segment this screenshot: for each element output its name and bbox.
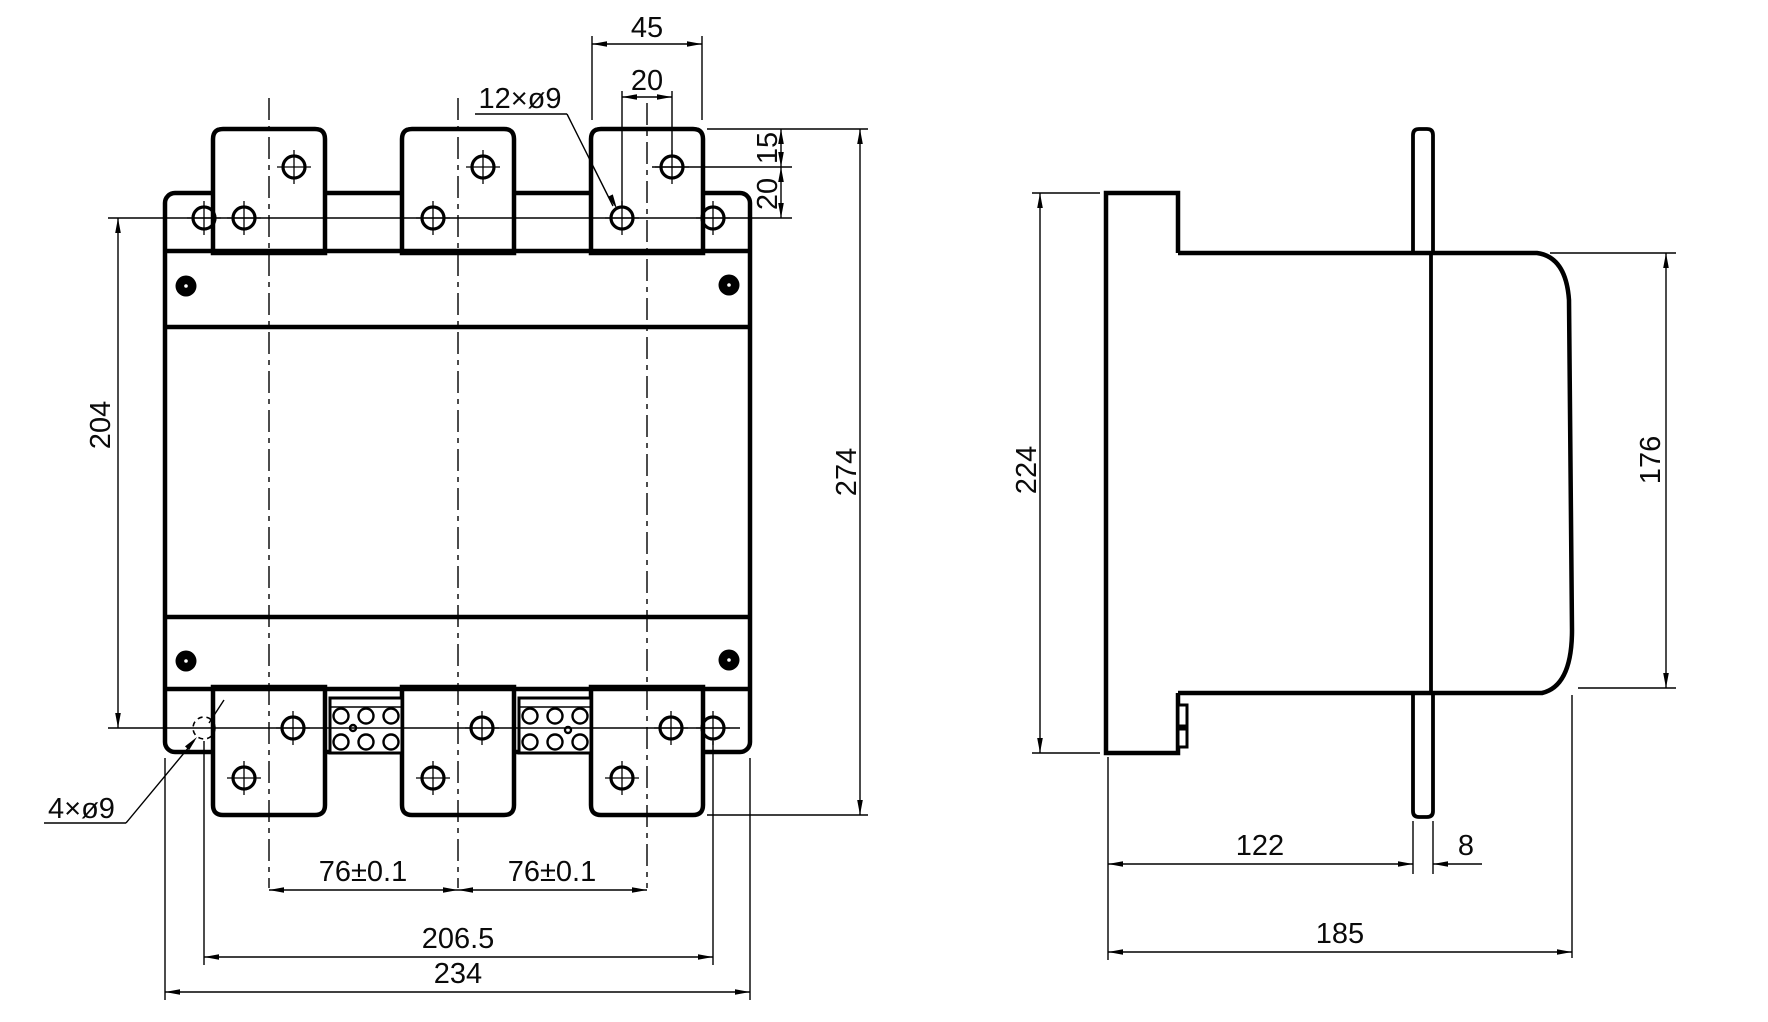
dim-label-overall-width: 234 — [434, 958, 482, 990]
side-body-outline — [1178, 250, 1575, 696]
dim-label-front-height: 176 — [1635, 436, 1667, 484]
side-back-outline — [1103, 190, 1181, 756]
callout-label-12xd9: 12×ø9 — [478, 83, 561, 115]
dim-label-hole-offset-top: 20 — [631, 65, 663, 97]
dim-label-back-height: 224 — [1011, 446, 1043, 494]
dim-label-back-depth: 122 — [1236, 830, 1284, 862]
corner-hole-dashed — [192, 716, 216, 740]
dim-label-tab-hole-depth: 15 — [752, 132, 784, 164]
corner-rivets — [175, 274, 740, 672]
side-view: 224 176 122 8 — [1011, 127, 1676, 960]
auxiliary-terminal-blocks — [328, 696, 593, 755]
dim-label-pole-pitch-left: 76±0.1 — [319, 856, 408, 888]
mounting-panel — [1411, 127, 1435, 819]
side-view-dimensions: 224 176 122 8 — [1011, 192, 1676, 960]
pole-centerlines — [268, 98, 648, 888]
dim-label-mounting-width: 206.5 — [422, 923, 495, 955]
front-body-outline — [162, 190, 753, 755]
dim-label-overall-depth: 185 — [1316, 918, 1364, 950]
front-view: 45 20 12×ø9 15 20 — [44, 12, 868, 1000]
dim-label-panel-thickness: 8 — [1458, 830, 1474, 862]
dim-label-flange-hole-depth: 20 — [752, 178, 784, 210]
din-clip — [1176, 703, 1189, 749]
dim-label-mounting-height: 204 — [85, 401, 117, 449]
dim-label-overall-height: 274 — [831, 448, 863, 496]
callout-label-4xd9: 4×ø9 — [48, 793, 115, 825]
front-view-dimensions: 45 20 12×ø9 15 20 — [44, 12, 868, 1000]
dim-label-tab-width: 45 — [631, 12, 663, 44]
dim-label-pole-pitch-right: 76±0.1 — [508, 856, 597, 888]
